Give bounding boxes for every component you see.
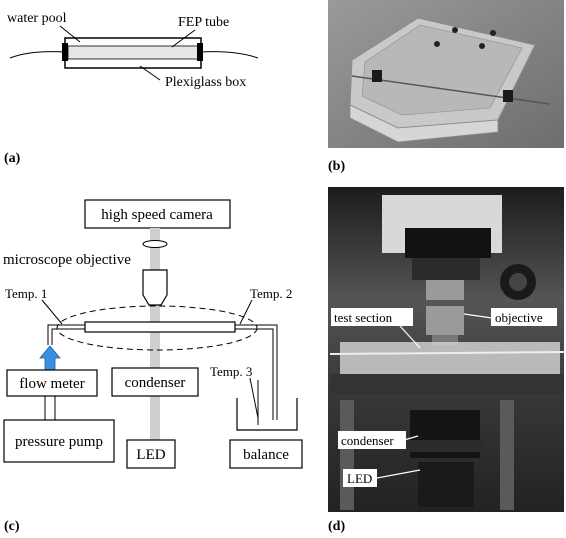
fep-tube — [67, 45, 199, 60]
label-temp-1: Temp. 1 — [5, 286, 47, 301]
label-microscope-objective: microscope objective — [3, 252, 131, 268]
label-led: LED — [136, 447, 165, 463]
box-high-speed-camera — [84, 199, 231, 229]
panel-letter-b: (b) — [328, 159, 345, 174]
label-test-section: test section — [334, 310, 393, 325]
photo-fitting-left — [372, 70, 382, 82]
panel-a: water pool FEP tube Plexiglass box (a) — [4, 11, 259, 166]
leader-condenser — [403, 435, 419, 441]
post-right — [500, 400, 514, 510]
box-flow-meter — [6, 369, 98, 397]
hole — [490, 30, 496, 36]
flow-line-right — [235, 324, 278, 420]
beaker — [236, 398, 298, 431]
flow-line-left — [47, 324, 85, 345]
box-led — [126, 439, 176, 469]
photo-fitting-right — [503, 90, 513, 102]
hole — [452, 27, 458, 33]
leader-plexiglass — [139, 65, 161, 81]
tube-right — [199, 51, 259, 59]
label-pressure-pump: pressure pump — [15, 434, 103, 450]
label-objective: objective — [495, 310, 543, 325]
leader-test-section — [399, 325, 421, 349]
label-photo-led: LED — [347, 471, 372, 486]
box-balance — [229, 439, 303, 469]
hole — [479, 43, 485, 49]
leader-temp-1 — [41, 299, 63, 325]
panel-letter-d: (d) — [328, 519, 345, 534]
pool-ellipse — [56, 305, 258, 351]
leader-led — [376, 469, 421, 479]
microscope-objective — [142, 269, 168, 306]
panel-letter-c: (c) — [4, 519, 20, 534]
condenser-ring — [405, 440, 485, 452]
lens — [142, 240, 168, 248]
panel-d: test section objective condenser LED (d) — [328, 187, 565, 534]
stage — [330, 374, 564, 394]
label-plexiglass-box: Plexiglass box — [165, 75, 246, 90]
label-bg-test-section — [331, 308, 413, 326]
label-balance: balance — [243, 447, 289, 463]
flow-line-left-2 — [51, 328, 85, 345]
scope-upper-dark — [405, 228, 491, 258]
photo-led-base — [418, 462, 474, 507]
focus-knob-inner — [509, 273, 527, 291]
leader-objective — [463, 313, 493, 319]
post-left — [340, 400, 354, 510]
fitting-left — [62, 43, 68, 61]
leader-water-pool — [59, 25, 81, 43]
light-path — [150, 228, 160, 458]
test-section-tube — [84, 321, 236, 333]
objective-tip — [432, 335, 458, 345]
flow-line-right-2 — [235, 328, 274, 420]
flow-arrow — [39, 345, 61, 371]
label-bg-objective — [491, 308, 557, 326]
hole — [434, 41, 440, 47]
label-condenser: condenser — [125, 375, 186, 391]
leader-temp-2 — [239, 299, 253, 325]
label-photo-condenser: condenser — [341, 433, 394, 448]
label-temp-3: Temp. 3 — [210, 364, 252, 379]
label-bg-condenser — [338, 431, 406, 449]
label-flow-meter: flow meter — [19, 376, 84, 392]
objective-lens — [426, 280, 464, 335]
panel-letter-a: (a) — [4, 151, 21, 166]
panel-b: (b) — [328, 0, 564, 174]
photo-tube-line — [329, 351, 565, 355]
label-bg-led — [343, 469, 377, 487]
fitting-right — [197, 43, 203, 61]
box-condenser — [111, 367, 199, 397]
block-front — [349, 104, 499, 143]
label-water-pool: water pool — [7, 11, 67, 26]
tube-left — [9, 51, 67, 59]
nosepiece — [412, 258, 480, 280]
label-temp-2: Temp. 2 — [250, 286, 292, 301]
panel-c: high speed camera microscope objective T… — [3, 199, 303, 534]
objective-band — [426, 300, 464, 306]
leader-fep-tube — [171, 29, 196, 48]
photo-test-section — [340, 342, 560, 374]
box-pressure-pump — [3, 419, 115, 463]
label-high-speed-camera: high speed camera — [101, 207, 213, 223]
leader-temp-3 — [249, 377, 259, 419]
label-fep-tube: FEP tube — [178, 15, 229, 30]
photo-tube — [351, 75, 551, 105]
